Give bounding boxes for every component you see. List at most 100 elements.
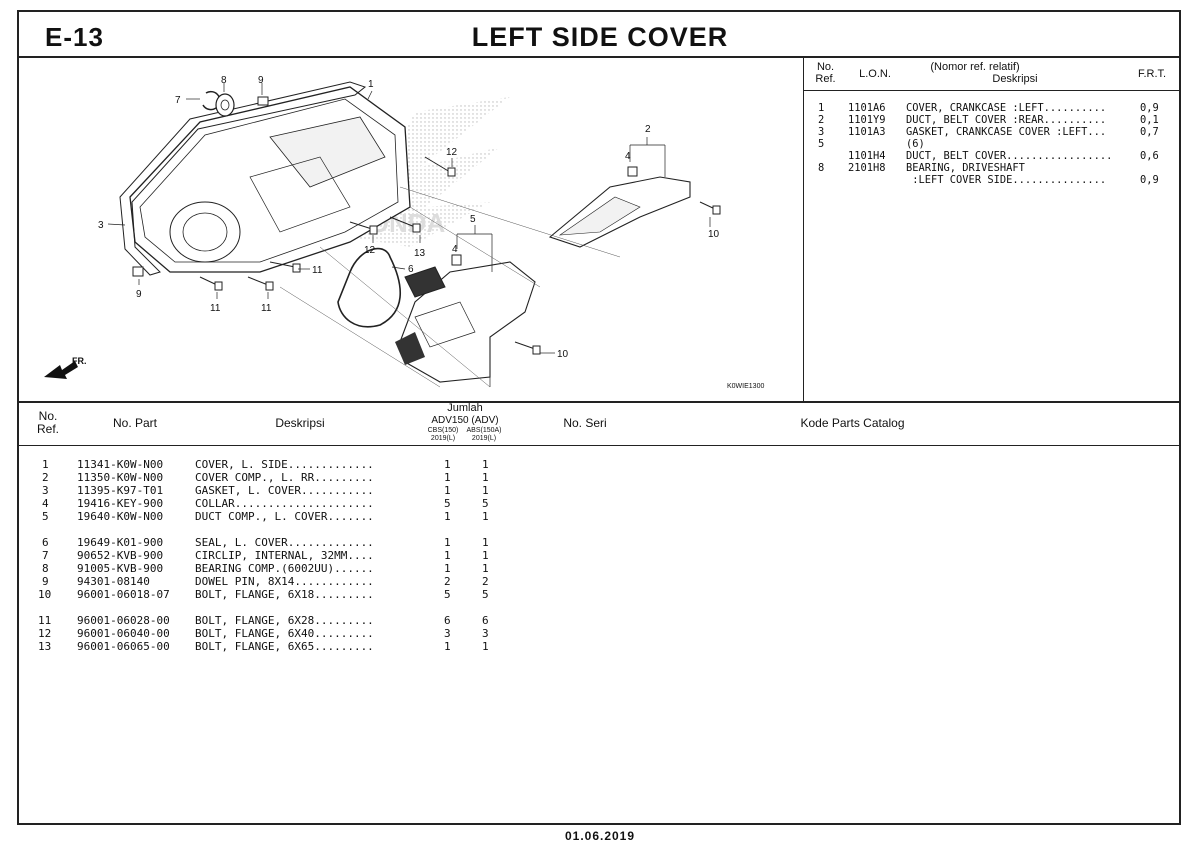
qty-cbs: 1 [444,484,451,497]
part-number: 19649-K01-900 [77,536,164,549]
callout-13: 13 [414,248,426,259]
qty-abs: 1 [482,471,489,484]
part-desc: BEARING COMP.(6002UU)...... [195,562,374,575]
lon-desc: DUCT, BELT COVER :REAR.......... [906,114,1107,126]
parts-header-col2-b: 2019(L) [471,435,497,442]
lon-desc: BEARING, DRIVESHAFT [906,162,1025,174]
callout-10b: 10 [557,349,569,360]
qty-abs: 5 [482,588,489,601]
qty-cbs: 6 [444,614,451,627]
exploded-diagram: HONDA [20,57,803,399]
part-desc: CIRCLIP, INTERNAL, 32MM.... [195,549,374,562]
front-direction-arrow: FR. [44,356,87,379]
part-number: 90652-KVB-900 [77,549,164,562]
callout-9b: 9 [136,289,142,300]
part-desc: COVER, L. SIDE............. [195,458,374,471]
qty-abs: 3 [482,627,489,640]
qty-cbs: 1 [444,471,451,484]
lon-desc: (6) [906,138,925,150]
qty-cbs: 1 [444,549,451,562]
lon-code: 1101Y9 [848,114,886,126]
part-desc: COLLAR..................... [195,497,374,510]
parts-header-no-seri: No. Seri [563,416,607,430]
qty-cbs: 1 [444,640,451,653]
parts-header-col2-a: ABS(150A) [466,427,502,434]
qty-cbs: 2 [444,575,451,588]
qty-abs: 5 [482,497,489,510]
callout-12b: 12 [364,245,376,256]
callout-1: 1 [368,79,374,90]
qty-abs: 2 [482,575,489,588]
parts-header-no-part: No. Part [112,416,157,430]
diagram-bottom-divider [17,401,1181,403]
lon-ref: 2 [818,114,825,126]
lon-desc: COVER, CRANKCASE :LEFT.......... [906,102,1107,114]
part-ref: 10 [38,588,52,601]
part-ref: 2 [42,471,49,484]
lon-desc: DUCT, BELT COVER................. [906,150,1113,162]
qty-cbs: 1 [444,536,451,549]
callout-5: 5 [470,214,476,225]
lon-header-no-ref: No. Ref. [815,61,836,85]
part-ref: 5 [42,510,49,523]
qty-cbs: 5 [444,588,451,601]
callout-3: 3 [98,220,104,231]
page-title: LEFT SIDE COVER [471,22,729,52]
part-desc: COVER COMP., L. RR......... [195,471,374,484]
qty-abs: 1 [482,640,489,653]
part-ref: 4 [42,497,49,510]
part-desc: BOLT, FLANGE, 6X18......... [195,588,374,601]
footer-date: 01.06.2019 [564,829,636,843]
parts-header-divider [17,445,1181,446]
callout-4b: 4 [452,244,458,255]
qty-abs: 1 [482,549,489,562]
callout-11c: 11 [261,303,272,314]
lon-header-frt: F.R.T. [1137,68,1167,80]
parts-header-kode: Kode Parts Catalog [800,416,905,430]
lon-frt: 0,9 [1140,102,1159,114]
parts-header-jumlah: Jumlah [447,402,483,414]
part-number: 94301-08140 [77,575,150,588]
part-desc: BOLT, FLANGE, 6X40......... [195,627,374,640]
callout-12a: 12 [446,147,458,158]
part-number: 96001-06065-00 [77,640,170,653]
qty-abs: 1 [482,510,489,523]
lon-frt: 0,1 [1140,114,1159,126]
page-code: E-13 [45,22,104,52]
parts-header-desc: Deskripsi [275,416,325,430]
part-ref: 9 [42,575,49,588]
part-ref: 6 [42,536,49,549]
part-ref: 12 [38,627,52,640]
parts-header-no-ref: No. Ref. [36,409,59,436]
part-desc: SEAL, L. COVER............. [195,536,374,549]
part-ref: 3 [42,484,49,497]
lon-frt: 0,7 [1140,126,1159,138]
part-number: 96001-06028-00 [77,614,170,627]
part-desc: GASKET, L. COVER........... [195,484,374,497]
parts-header-col1-b: 2019(L) [430,435,456,442]
lon-desc: :LEFT COVER SIDE............... [906,174,1107,186]
qty-abs: 1 [482,562,489,575]
qty-abs: 6 [482,614,489,627]
callout-8: 8 [221,75,227,86]
lon-code: 1101H4 [848,150,886,162]
lon-code: 2101H8 [848,162,886,174]
lon-ref: 5 [818,138,825,150]
lon-ref: 1 [818,102,825,114]
lon-ref: 8 [818,162,825,174]
callout-2: 2 [645,124,651,135]
qty-abs: 1 [482,458,489,471]
lon-header-lon: L.O.N. [859,68,891,80]
qty-cbs: 5 [444,497,451,510]
part-ref: 8 [42,562,49,575]
qty-abs: 1 [482,536,489,549]
part-number: 11341-K0W-N00 [77,458,164,471]
lon-ref: 3 [818,126,825,138]
qty-cbs: 1 [444,510,451,523]
lon-frt: 0,6 [1140,150,1159,162]
gasket-shape [119,81,367,276]
callout-7: 7 [175,95,181,106]
qty-abs: 1 [482,484,489,497]
callout-11a: 11 [312,265,323,276]
part-desc: DOWEL PIN, 8X14............ [195,575,374,588]
